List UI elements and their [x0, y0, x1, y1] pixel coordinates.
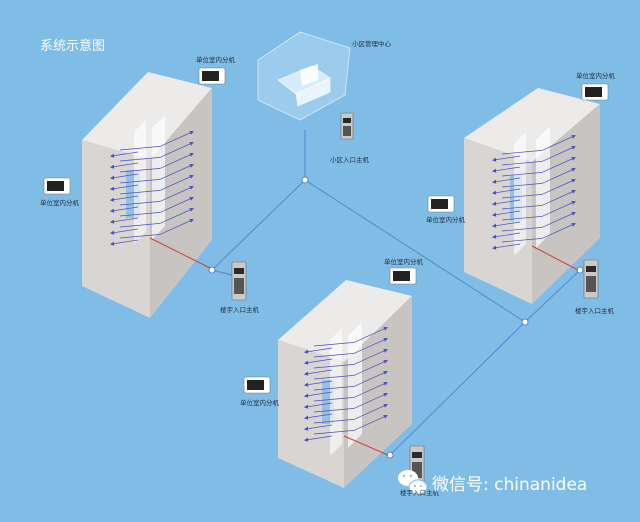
diagram-title: 系统示意图	[40, 38, 105, 54]
indoor-monitor-left-side: 单位室内分机	[40, 177, 80, 207]
wiring-arrow	[313, 348, 388, 369]
building-bottom	[278, 280, 412, 488]
wiring-arrow	[303, 380, 333, 387]
wiring-arrow	[303, 347, 333, 354]
community-entrance-unit: 小区入口主机	[330, 112, 370, 164]
wechat-icon	[398, 470, 428, 495]
junction-left	[208, 266, 216, 274]
building-entrance-label: 楼宇入口主机	[575, 306, 615, 315]
wiring-arrow	[501, 134, 576, 155]
wiring-arrow	[491, 210, 521, 217]
cable-center-to-left	[211, 130, 306, 271]
wiring-arrow	[491, 199, 521, 206]
building-entrance-label: 楼宇入口主机	[400, 488, 440, 497]
wechat-watermark: 楼宇入口主机 微信号: chinanidea	[398, 470, 587, 497]
indoor-monitor-right-top: 单位室内分机	[576, 71, 616, 101]
wiring-arrow	[303, 435, 333, 442]
wiring-arrow	[313, 370, 388, 391]
wiring-arrow	[109, 151, 139, 158]
wiring-arrow	[313, 359, 388, 380]
wiring-arrow	[501, 200, 576, 221]
wiring-arrow	[491, 243, 521, 250]
watermark-text: 微信号: chinanidea	[432, 475, 587, 495]
wiring-arrow	[109, 217, 139, 224]
building-entrance-unit-right: 楼宇入口主机	[575, 259, 615, 315]
wiring-arrow	[501, 145, 576, 166]
wiring-arrow	[119, 185, 194, 206]
wiring-arrow	[491, 232, 521, 239]
building-entrance-label: 楼宇入口主机	[220, 305, 260, 314]
wiring-arrow	[491, 155, 521, 162]
indoor-monitor-right-side: 单位室内分机	[426, 195, 466, 224]
junction-center	[301, 176, 309, 184]
wiring-arrow	[119, 141, 194, 162]
wiring-arrow	[501, 167, 576, 188]
wiring-arrow	[119, 218, 194, 239]
wiring-arrow	[119, 163, 194, 184]
wiring-arrow	[491, 177, 521, 184]
wiring-arrow	[109, 195, 139, 202]
community-entrance-label: 小区入口主机	[330, 155, 370, 164]
wiring-arrow	[119, 174, 194, 195]
junction-right	[521, 318, 529, 326]
wiring-arrow	[313, 414, 388, 435]
wiring-arrow	[303, 402, 333, 409]
wiring-arrow	[303, 424, 333, 431]
indoor-monitor-label: 单位室内分机	[40, 198, 80, 207]
wiring-arrow	[303, 358, 333, 365]
wiring-arrow	[303, 413, 333, 420]
wiring-arrow	[313, 337, 388, 358]
wiring-arrow	[313, 403, 388, 424]
indoor-monitor-bottom-top: 单位室内分机	[384, 257, 424, 285]
wiring-arrow	[501, 211, 576, 232]
wiring-arrow	[313, 326, 388, 347]
indoor-monitor-label: 单位室内分机	[576, 71, 616, 80]
wiring-arrow	[491, 188, 521, 195]
wiring-arrow	[119, 207, 194, 228]
wiring-arrow	[119, 130, 194, 151]
indoor-monitor-bottom-side: 单位室内分机	[240, 376, 280, 407]
cable-to-bottom	[389, 321, 526, 456]
wiring-arrow	[303, 391, 333, 398]
wiring-arrow	[313, 392, 388, 413]
cable-junctions	[208, 176, 584, 459]
wiring-arrow	[109, 228, 139, 235]
wiring-arrow	[119, 196, 194, 217]
indoor-monitor-label: 单位室内分机	[426, 215, 466, 224]
cable-left-entry	[211, 269, 233, 276]
indoor-monitor-label: 单位室内分机	[196, 55, 236, 64]
wiring-arrow	[501, 178, 576, 199]
wiring-arrow	[109, 162, 139, 169]
wiring-arrow	[119, 152, 194, 173]
building-right	[464, 88, 600, 304]
wiring-arrow	[491, 166, 521, 173]
management-center-label: 小区管理中心	[352, 39, 392, 48]
indoor-monitor-left-top: 单位室内分机	[196, 55, 236, 85]
wiring-arrow	[303, 369, 333, 376]
wiring-arrow	[109, 206, 139, 213]
wiring-arrow	[491, 221, 521, 228]
building-entrance-unit-left: 楼宇入口主机	[220, 261, 260, 314]
wiring-arrow	[313, 381, 388, 402]
indoor-monitor-label: 单位室内分机	[384, 257, 424, 266]
management-center: 小区管理中心	[257, 31, 392, 121]
indoor-monitor-label: 单位室内分机	[240, 398, 280, 407]
wiring-arrow	[501, 156, 576, 177]
wiring-arrow	[501, 222, 576, 243]
wiring-arrow	[501, 189, 576, 210]
wiring-arrow	[109, 239, 139, 246]
wiring-arrow	[109, 184, 139, 191]
building-left	[82, 72, 212, 318]
wiring-arrow	[109, 173, 139, 180]
